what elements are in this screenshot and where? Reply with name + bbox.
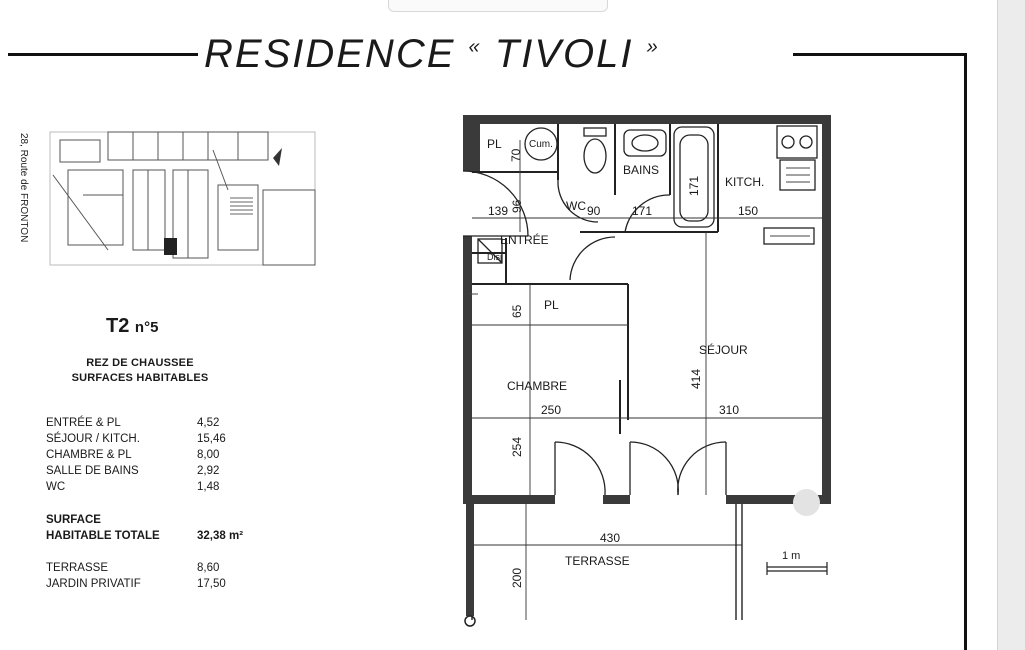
overlay-dot bbox=[793, 489, 820, 516]
dimension-lines bbox=[472, 140, 822, 620]
wall-left-upper bbox=[463, 115, 472, 171]
room-label-chambre: CHAMBRE bbox=[507, 379, 567, 393]
street-label: 28, Route de FRONTON bbox=[18, 133, 29, 243]
surface-label: SALLE DE BAINS bbox=[46, 465, 139, 477]
room-label-wc: WC bbox=[566, 199, 586, 213]
toilet-tank-icon bbox=[583, 127, 607, 137]
room-label-disj: Disj bbox=[487, 252, 502, 262]
extra-value: 17,50 bbox=[197, 578, 226, 590]
surface-row: SALLE DE BAINS 2,92 bbox=[46, 465, 251, 481]
fixtures bbox=[477, 125, 818, 264]
bathtub-icon bbox=[673, 126, 715, 228]
title-open-quote: « bbox=[468, 36, 482, 58]
scale-label: 1 m bbox=[782, 550, 800, 562]
dim-65: 65 bbox=[510, 304, 524, 318]
dim-250: 250 bbox=[541, 403, 561, 417]
dim-254: 254 bbox=[510, 437, 524, 457]
dim-150: 150 bbox=[738, 204, 758, 218]
room-label-pl-chambre: PL bbox=[544, 298, 559, 312]
cooktop-icon bbox=[776, 125, 818, 159]
wall-bottom-left bbox=[463, 495, 555, 504]
surface-value: 15,46 bbox=[197, 433, 226, 445]
sink-icon bbox=[623, 129, 667, 157]
dim-90: 90 bbox=[587, 204, 601, 218]
scrollbar-strip[interactable] bbox=[997, 0, 1025, 650]
dim-96: 96 bbox=[510, 199, 524, 213]
room-label-entree: ENTRÉE bbox=[500, 232, 549, 247]
total-row: HABITABLE TOTALE 32,38 m² bbox=[46, 530, 251, 546]
surface-label: WC bbox=[46, 481, 66, 493]
top-toolbar-chip bbox=[388, 0, 608, 12]
surface-label: ENTRÉE & PL bbox=[46, 417, 121, 429]
title-rule-left bbox=[8, 53, 198, 56]
title-rule-right bbox=[793, 53, 966, 56]
unit-type: T2 bbox=[106, 315, 130, 337]
exterior-walls bbox=[463, 115, 831, 504]
wall-bottom-right bbox=[726, 495, 831, 504]
surface-value: 2,92 bbox=[197, 465, 220, 477]
interior-walls bbox=[472, 124, 719, 434]
unit-location-marker bbox=[164, 238, 177, 255]
room-label-terrasse: TERRASSE bbox=[565, 554, 630, 568]
room-label-bains: BAINS bbox=[623, 163, 659, 177]
toilet-bowl-icon bbox=[583, 138, 607, 174]
water-heater-icon bbox=[524, 127, 558, 161]
extra-label: TERRASSE bbox=[46, 562, 108, 574]
door-swings bbox=[462, 170, 727, 496]
extra-label: JARDIN PRIVATIF bbox=[46, 578, 141, 590]
site-plan-map bbox=[49, 131, 316, 266]
surface-label: CHAMBRE & PL bbox=[46, 449, 132, 461]
title-close-quote: » bbox=[646, 36, 660, 58]
total-value: 32,38 m² bbox=[197, 530, 244, 542]
surface-row: CHAMBRE & PL 8,00 bbox=[46, 449, 251, 465]
room-label-cum: Cum. bbox=[529, 139, 553, 150]
extra-value: 8,60 bbox=[197, 562, 220, 574]
surface-label: SÉJOUR / KITCH. bbox=[46, 433, 140, 445]
dim-430: 430 bbox=[600, 531, 620, 545]
frame-border-right bbox=[964, 53, 967, 650]
dim-414: 414 bbox=[689, 369, 703, 389]
total-label-1: SURFACE bbox=[46, 514, 101, 526]
counter-icon bbox=[763, 227, 815, 245]
wall-right bbox=[822, 115, 831, 504]
dim-171-h: 171 bbox=[632, 204, 652, 218]
extra-row: TERRASSE 8,60 bbox=[46, 562, 251, 578]
electrical-panel-icon bbox=[477, 238, 503, 264]
unit-number: n°5 bbox=[134, 319, 159, 336]
title-residence: RESIDENCE bbox=[204, 32, 456, 76]
room-label-sejour: SÉJOUR bbox=[699, 342, 748, 357]
unit-caption: SURFACES HABITABLES bbox=[71, 372, 209, 384]
total-label-line1: SURFACE bbox=[46, 514, 251, 530]
total-label-2: HABITABLE TOTALE bbox=[46, 530, 160, 542]
extra-row: JARDIN PRIVATIF 17,50 bbox=[46, 578, 251, 594]
dim-70: 70 bbox=[509, 148, 523, 162]
page-title: RESIDENCE « TIVOLI » bbox=[204, 32, 660, 77]
surface-row: WC 1,48 bbox=[46, 481, 251, 497]
wall-left-lower bbox=[463, 236, 472, 504]
dim-310: 310 bbox=[719, 403, 739, 417]
wall-bottom-mid bbox=[603, 495, 630, 504]
surface-value: 4,52 bbox=[197, 417, 220, 429]
north-arrow-icon bbox=[273, 148, 282, 166]
room-label-pl-top: PL bbox=[487, 137, 502, 151]
dim-139: 139 bbox=[488, 204, 508, 218]
dim-200: 200 bbox=[510, 568, 524, 588]
unit-floor: REZ DE CHAUSSEE bbox=[86, 357, 194, 369]
surface-value: 1,48 bbox=[197, 481, 220, 493]
surface-row: ENTRÉE & PL 4,52 bbox=[46, 417, 251, 433]
unit-title: T2 n°5 bbox=[106, 315, 158, 338]
scale-bar bbox=[766, 562, 828, 575]
title-name: TIVOLI bbox=[494, 32, 634, 76]
dim-171-v: 171 bbox=[687, 176, 701, 196]
oven-icon bbox=[779, 159, 816, 191]
surface-row: SÉJOUR / KITCH. 15,46 bbox=[46, 433, 251, 449]
room-label-kitch: KITCH. bbox=[725, 175, 764, 189]
surface-value: 8,00 bbox=[197, 449, 220, 461]
